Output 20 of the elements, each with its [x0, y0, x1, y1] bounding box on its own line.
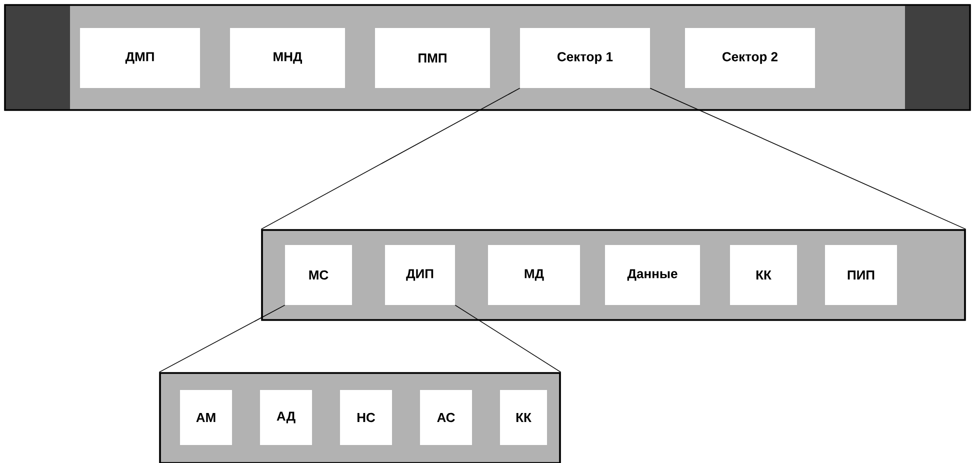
label-box: ПМП: [375, 28, 490, 88]
label-box: Данные: [605, 245, 700, 305]
label-box: КК: [730, 245, 797, 305]
label-box: НС: [340, 390, 392, 445]
label-box: МС: [285, 245, 352, 305]
label-box: ДИП: [385, 245, 455, 305]
label-box: АС: [420, 390, 472, 445]
label-box: МНД: [230, 28, 345, 88]
expansion-line: [650, 88, 966, 230]
label-box: Сектор 1: [520, 28, 650, 88]
label-box: ПИП: [825, 245, 897, 305]
expansion-line: [158, 304, 286, 373]
label-box: АМ: [180, 390, 232, 445]
label-box: ДМП: [80, 28, 200, 88]
label-box: Сектор 2: [685, 28, 815, 88]
expansion-line: [454, 304, 562, 373]
label-box: АД: [260, 390, 312, 445]
label-box: КК: [500, 390, 547, 445]
label-box: МД: [488, 245, 580, 305]
expansion-line: [260, 88, 520, 230]
